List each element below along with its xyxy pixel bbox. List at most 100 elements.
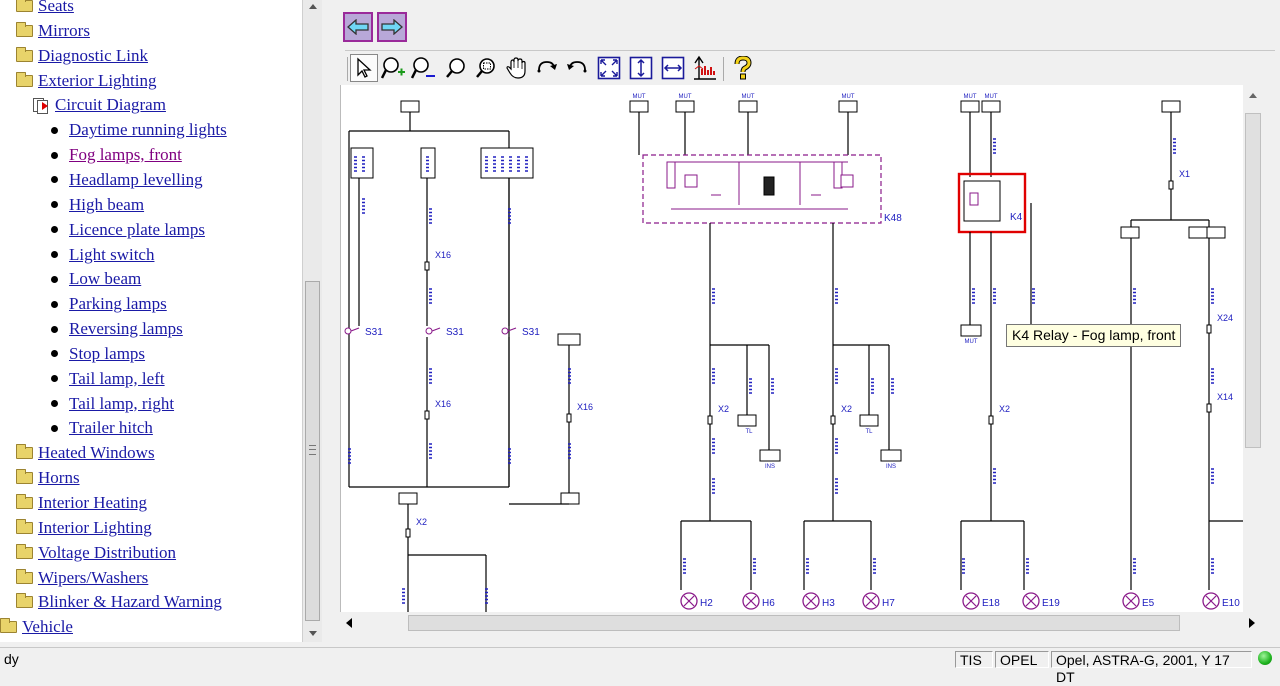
tree-item[interactable]: Interior Lighting bbox=[16, 516, 152, 540]
terminal-box bbox=[1206, 226, 1226, 239]
tree-item[interactable]: Diagnostic Link bbox=[16, 44, 148, 68]
tree-item[interactable]: Headlamp levelling bbox=[51, 168, 203, 192]
tree-item[interactable]: Circuit Diagram bbox=[33, 93, 166, 117]
tree-item-label[interactable]: Exterior Lighting bbox=[38, 70, 157, 90]
tree-item-label[interactable]: Seats bbox=[38, 0, 74, 15]
fit-height-button[interactable] bbox=[627, 54, 655, 82]
tree-item-label[interactable]: Wipers/Washers bbox=[38, 567, 149, 587]
bullet-icon bbox=[51, 375, 58, 383]
component-box bbox=[350, 147, 374, 179]
tree-item[interactable]: Trailer hitch bbox=[51, 416, 153, 440]
tree-item-label[interactable]: Mirrors bbox=[38, 20, 90, 40]
zoom-window-button[interactable] bbox=[472, 54, 500, 82]
scroll-right-icon[interactable] bbox=[1249, 618, 1255, 628]
tree-item-label[interactable]: Heated Windows bbox=[38, 443, 155, 463]
tree-item-label[interactable]: Interior Heating bbox=[38, 493, 148, 512]
tree-item-label[interactable]: Reversing lamps bbox=[69, 319, 183, 339]
scroll-left-icon[interactable] bbox=[346, 618, 352, 628]
tree-item[interactable]: Low beam bbox=[51, 267, 141, 291]
pan-button[interactable] bbox=[503, 54, 531, 82]
tree-item-label[interactable]: Stop lamps bbox=[69, 343, 146, 363]
tree-item-label[interactable]: Headlamp levelling bbox=[69, 169, 203, 189]
tree-item[interactable]: Licence plate lamps bbox=[51, 218, 205, 242]
tree-item[interactable]: Horns bbox=[16, 466, 80, 490]
zoom-out-button[interactable] bbox=[410, 54, 438, 82]
tree-item[interactable]: Interior Heating bbox=[16, 491, 147, 515]
tree-item-label[interactable]: Diagnostic Link bbox=[38, 45, 149, 65]
bullet-icon bbox=[51, 251, 58, 258]
terminal-box bbox=[675, 100, 695, 113]
tree-item-label[interactable]: Vehicle bbox=[22, 617, 73, 637]
folder-icon bbox=[16, 568, 33, 584]
diagram-vscroll-thumb[interactable] bbox=[1245, 113, 1261, 448]
signal-flow-button[interactable] bbox=[691, 54, 719, 82]
tree-item-label[interactable]: Blinker & Hazard Warning bbox=[38, 592, 222, 612]
tree-item-label[interactable]: Circuit Diagram bbox=[55, 95, 166, 115]
rotate-left-button[interactable] bbox=[563, 54, 591, 82]
zoom-in-button[interactable] bbox=[380, 54, 408, 82]
tree-item-label[interactable]: Tail lamp, right bbox=[69, 393, 175, 413]
tree-item-label[interactable]: Interior Lighting bbox=[38, 517, 152, 537]
back-button[interactable] bbox=[343, 12, 373, 42]
zoom-button[interactable] bbox=[442, 54, 470, 82]
diagram-hscroll-thumb[interactable] bbox=[408, 615, 1180, 631]
tree-item[interactable]: Blinker & Hazard Warning bbox=[16, 590, 222, 614]
tree-item[interactable]: Parking lamps bbox=[51, 292, 167, 316]
fit-all-icon bbox=[597, 56, 621, 80]
terminal-label: MUT bbox=[985, 94, 998, 100]
fit-all-button[interactable] bbox=[595, 54, 623, 82]
scroll-up-icon[interactable] bbox=[309, 4, 317, 9]
rotate-right-icon bbox=[537, 61, 557, 73]
tree-item[interactable]: High beam bbox=[51, 193, 144, 217]
tree-item[interactable]: Vehicle bbox=[0, 615, 73, 639]
tree-item[interactable]: Heated Windows bbox=[16, 441, 155, 465]
terminal-label: MUT bbox=[842, 94, 855, 100]
tree-item[interactable]: Daytime running lights bbox=[51, 118, 227, 142]
tree-item-label[interactable]: Daytime running lights bbox=[69, 120, 227, 140]
tree-item[interactable]: Tail lamp, right bbox=[51, 392, 174, 416]
lamp-label: E10 bbox=[1222, 598, 1240, 609]
tree-item-label[interactable]: Trailer hitch bbox=[69, 418, 153, 438]
tree-item-label[interactable]: High beam bbox=[69, 194, 145, 214]
folder-icon bbox=[16, 494, 33, 509]
tree-item-label[interactable]: Light switch bbox=[69, 244, 155, 264]
tree-item[interactable]: Stop lamps bbox=[51, 342, 145, 366]
forward-button[interactable] bbox=[377, 12, 407, 42]
tree-item[interactable]: Mirrors bbox=[16, 19, 90, 43]
tree-scrollbar[interactable] bbox=[302, 0, 322, 642]
scroll-up-icon[interactable] bbox=[1249, 93, 1257, 98]
terminal-label: MUT bbox=[633, 94, 646, 100]
rotate-right-button[interactable] bbox=[533, 54, 561, 82]
pointer-tool-button[interactable] bbox=[350, 54, 378, 82]
tree-item[interactable]: Seats bbox=[16, 0, 74, 18]
diagram-hscrollbar[interactable] bbox=[340, 612, 1263, 634]
switch-icon bbox=[425, 327, 433, 335]
tree-item-label[interactable]: Horns bbox=[38, 468, 80, 488]
scroll-down-icon[interactable] bbox=[309, 631, 317, 636]
signal-flow-icon bbox=[694, 55, 716, 80]
diagram-vscrollbar[interactable] bbox=[1243, 85, 1263, 612]
relay-coil bbox=[666, 161, 676, 189]
folder-icon bbox=[16, 469, 33, 485]
bullet-icon bbox=[51, 400, 58, 408]
tree-item[interactable]: Reversing lamps bbox=[51, 317, 183, 341]
tree-item[interactable]: Tail lamp, left bbox=[51, 367, 165, 391]
relay-highlight-box bbox=[957, 172, 1027, 234]
tree-scroll-thumb[interactable] bbox=[305, 281, 320, 621]
switch-icon bbox=[344, 327, 352, 335]
tree-item-label[interactable]: Voltage Distribution bbox=[38, 542, 177, 562]
tree-item-label[interactable]: Tail lamp, left bbox=[69, 368, 165, 388]
tree-item[interactable]: Fog lamps, front bbox=[51, 143, 182, 167]
fit-width-button[interactable] bbox=[659, 54, 687, 82]
tree-item[interactable]: Wipers/Washers bbox=[16, 566, 148, 590]
tree-item[interactable]: Light switch bbox=[51, 243, 154, 267]
help-button[interactable] bbox=[729, 54, 757, 82]
connector-label: X1 bbox=[1179, 169, 1190, 179]
tree-item-label[interactable]: Licence plate lamps bbox=[69, 219, 205, 239]
tree-item-label[interactable]: Fog lamps, front bbox=[69, 145, 182, 165]
tree-item-label[interactable]: Parking lamps bbox=[69, 294, 167, 314]
tree-item[interactable]: Voltage Distribution bbox=[16, 541, 176, 565]
tree-item[interactable]: Exterior Lighting bbox=[16, 69, 157, 93]
tree-item-label[interactable]: Low beam bbox=[69, 269, 142, 289]
